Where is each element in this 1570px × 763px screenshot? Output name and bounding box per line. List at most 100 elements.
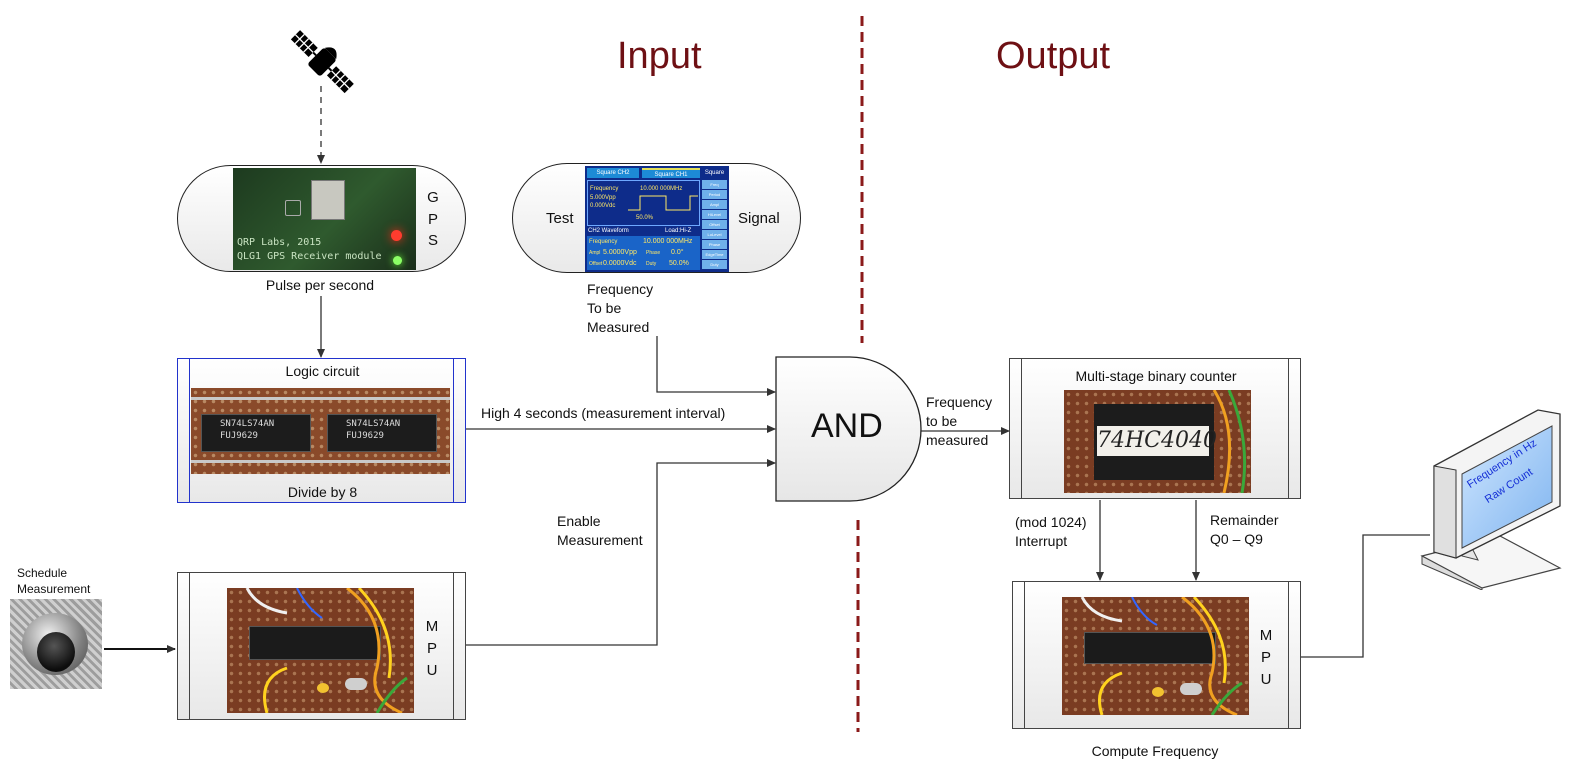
screen-load: Load:Hi-Z — [665, 228, 692, 234]
box-bar-left — [178, 359, 190, 502]
side-menu-item: Phase — [702, 240, 727, 249]
mpu-right-letter-p: P — [1260, 649, 1271, 666]
gps-letter-p: P — [427, 211, 438, 228]
screen-mode: Square — [704, 170, 725, 176]
interrupt-label-1: (mod 1024) — [1015, 514, 1087, 530]
wires — [1080, 597, 1243, 715]
input-heading: Input — [617, 35, 702, 77]
screen-row2-value: 5.0000Vpp — [603, 249, 637, 256]
crystal — [345, 678, 367, 690]
mpu-left-photo — [227, 588, 414, 713]
gps-board-text-2: QLG1 GPS Receiver module — [237, 251, 382, 262]
box-bar-right — [1288, 359, 1300, 498]
remainder-label-2: Q0 – Q9 — [1210, 531, 1263, 547]
screen-vdc: 0.000Vdc — [590, 203, 616, 209]
microcontroller-chip — [249, 626, 381, 660]
mpu-left-box: M P U — [177, 572, 466, 720]
screen-row3-label2: Duty — [646, 261, 657, 267]
signal-to-and-arrow — [656, 336, 776, 396]
capacitor — [317, 683, 329, 693]
logic-caption: Divide by 8 — [287, 484, 358, 500]
wire — [191, 397, 450, 400]
screen-row2-label2: Phase — [646, 250, 661, 256]
gps-module: QRP Labs, 2015 QLG1 GPS Receiver module … — [177, 165, 466, 272]
side-menu-item: LoLevel — [702, 230, 727, 239]
screen-wave-area: Frequency 10.000 000MHz 5.000Vpp 0.000Vd… — [587, 180, 700, 226]
schedule-label-2: Measurement — [17, 582, 91, 596]
freq-measured-label-1: Frequency — [587, 281, 654, 297]
and-gate-label: AND — [811, 407, 883, 445]
chip-1-line-2: FUJ9629 — [220, 431, 258, 441]
box-bar-right — [453, 573, 465, 719]
screen-duty-mark: 50.0% — [636, 215, 654, 221]
enable-label-2: Measurement — [557, 532, 643, 548]
gps-pad — [285, 200, 301, 216]
screen-row2-label: Ampl — [589, 250, 601, 256]
satellite-icon — [290, 30, 354, 94]
chip-1: SN74LS74AN FUJ9629 — [201, 414, 311, 452]
crystal — [1180, 683, 1202, 695]
screen-vpp: 5.000Vpp — [590, 195, 616, 201]
mpu-right-photo — [1062, 597, 1249, 715]
freq-to-counter-label-3: measured — [926, 432, 989, 448]
box-bar-left — [178, 573, 190, 719]
screen-side-menu: Freq Period Ampl HiLevel Offset LoLevel … — [702, 180, 727, 270]
screen-freq-value: 10.000 000MHz — [640, 186, 683, 192]
wire — [191, 460, 450, 463]
screen-row1-label: Frequency — [589, 239, 618, 245]
side-menu-item: Duty — [702, 260, 727, 269]
screen-tab-ch1: Square CH1 — [642, 168, 700, 178]
box-bar-left — [1010, 359, 1022, 498]
screen-row3-label: Offset — [589, 261, 603, 267]
chip-2: SN74LS74AN FUJ9629 — [327, 414, 437, 452]
box-bar-right — [1288, 582, 1300, 728]
mpu-to-and-arrow — [465, 459, 776, 646]
signal-gen-left-label: Test — [546, 210, 574, 227]
red-led-icon — [391, 230, 402, 241]
mpu-left-letter-m: M — [425, 618, 439, 635]
gps-letter-g: G — [427, 189, 439, 206]
gps-board-photo: QRP Labs, 2015 QLG1 GPS Receiver module — [233, 168, 416, 270]
screen-freq-label: Frequency — [590, 186, 619, 192]
gps-caption: Pulse per second — [265, 277, 375, 293]
gps-chip — [311, 180, 345, 220]
side-menu-item: Period — [702, 190, 727, 199]
mpu-left-letter-u: U — [426, 662, 438, 679]
counter-title: Multi-stage binary counter — [1075, 368, 1237, 384]
screen-tab-ch2: Square CH2 — [587, 168, 639, 178]
gps-letter-s: S — [427, 232, 438, 249]
side-menu-item: Ampl — [702, 200, 727, 209]
screen-row3-value: 0.0000Vdc — [603, 260, 637, 267]
freq-measured-label-3: Measured — [587, 319, 650, 335]
wires — [1212, 390, 1247, 493]
screen-row3-value2: 50.0% — [669, 260, 689, 267]
freq-to-counter-label-2: to be — [926, 413, 958, 429]
freq-to-counter-label-1: Frequency — [926, 394, 993, 410]
screen-row1-value: 10.000 000MHz — [643, 238, 693, 245]
interval-label: High 4 seconds (measurement interval) — [481, 405, 726, 421]
mpu-right-letter-m: M — [1259, 627, 1273, 644]
side-menu-item: HiLevel — [702, 210, 727, 219]
logic-title: Logic circuit — [285, 363, 360, 379]
square-wave-icon — [628, 195, 698, 211]
schedule-label-1: Schedule — [17, 566, 68, 580]
mpu-right-caption: Compute Frequency — [1091, 743, 1219, 759]
mpu-left-letter-p: P — [426, 640, 437, 657]
generator-screen: Square CH2 Square CH1 Square Frequency 1… — [585, 166, 729, 272]
chip-2-line-2: FUJ9629 — [346, 431, 384, 441]
capacitor — [1152, 687, 1164, 697]
monitor-icon — [1420, 409, 1562, 590]
screen-waveform-label: CH2 Waveform — [588, 228, 629, 234]
chip-1-line-1: SN74LS74AN — [220, 419, 275, 429]
button-cap — [37, 632, 75, 672]
logic-circuit-box: Logic circuit SN74LS74AN FUJ9629 SN74LS7… — [177, 358, 466, 503]
screen-params: Frequency 10.000 000MHz Ampl 5.0000Vpp P… — [587, 236, 700, 270]
signal-gen-right-label: Signal — [738, 210, 780, 227]
mpu-right-box: M P U — [1012, 581, 1301, 729]
side-menu-item: Freq — [702, 180, 727, 189]
side-menu-item: EdgeTime — [702, 250, 727, 259]
remainder-label-1: Remainder — [1210, 512, 1279, 528]
side-menu-item: Offset — [702, 220, 727, 229]
counter-chip-label: 74HC4040 — [1097, 426, 1217, 456]
